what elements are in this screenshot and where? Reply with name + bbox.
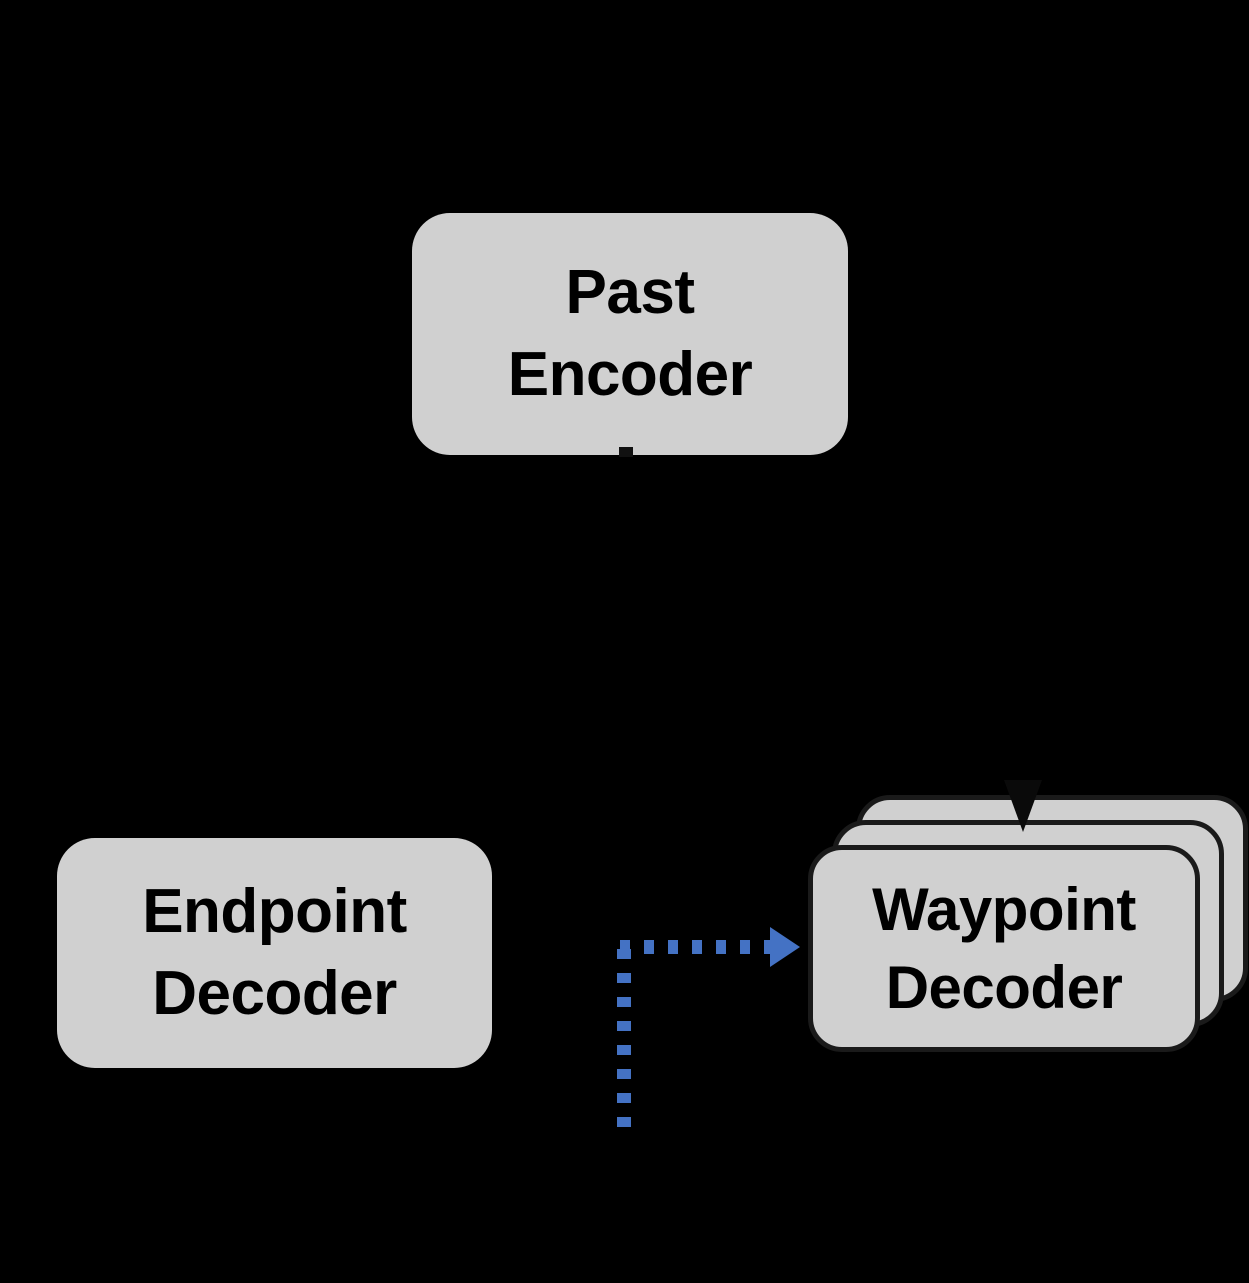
node-past-encoder[interactable]: Past Encoder (412, 213, 848, 455)
past-encoder-label-line2: Encoder (507, 340, 753, 409)
right-arrow-icon (770, 927, 800, 967)
down-arrowhead-icon (1004, 780, 1042, 832)
waypoint-decoder-card-front[interactable]: Waypoint Decoder (808, 845, 1200, 1052)
node-endpoint-decoder[interactable]: Endpoint Decoder (57, 838, 492, 1068)
node-waypoint-decoder-stack[interactable]: Waypoint Decoder (808, 795, 1248, 1065)
endpoint-decoder-label-line1: Endpoint (142, 876, 407, 946)
endpoint-decoder-label-line2: Decoder (152, 959, 397, 1028)
past-encoder-outgoing-connector-stub (619, 447, 633, 457)
past-encoder-label-line1: Past (565, 257, 695, 327)
waypoint-decoder-label-line1: Waypoint (872, 875, 1136, 943)
diagram-title: Trajectory Prediction Module Diagram (0, 21, 1, 22)
waypoint-decoder-label-line2: Decoder (885, 953, 1123, 1021)
endpoint-to-waypoint-dotted-arrow (617, 927, 800, 1127)
